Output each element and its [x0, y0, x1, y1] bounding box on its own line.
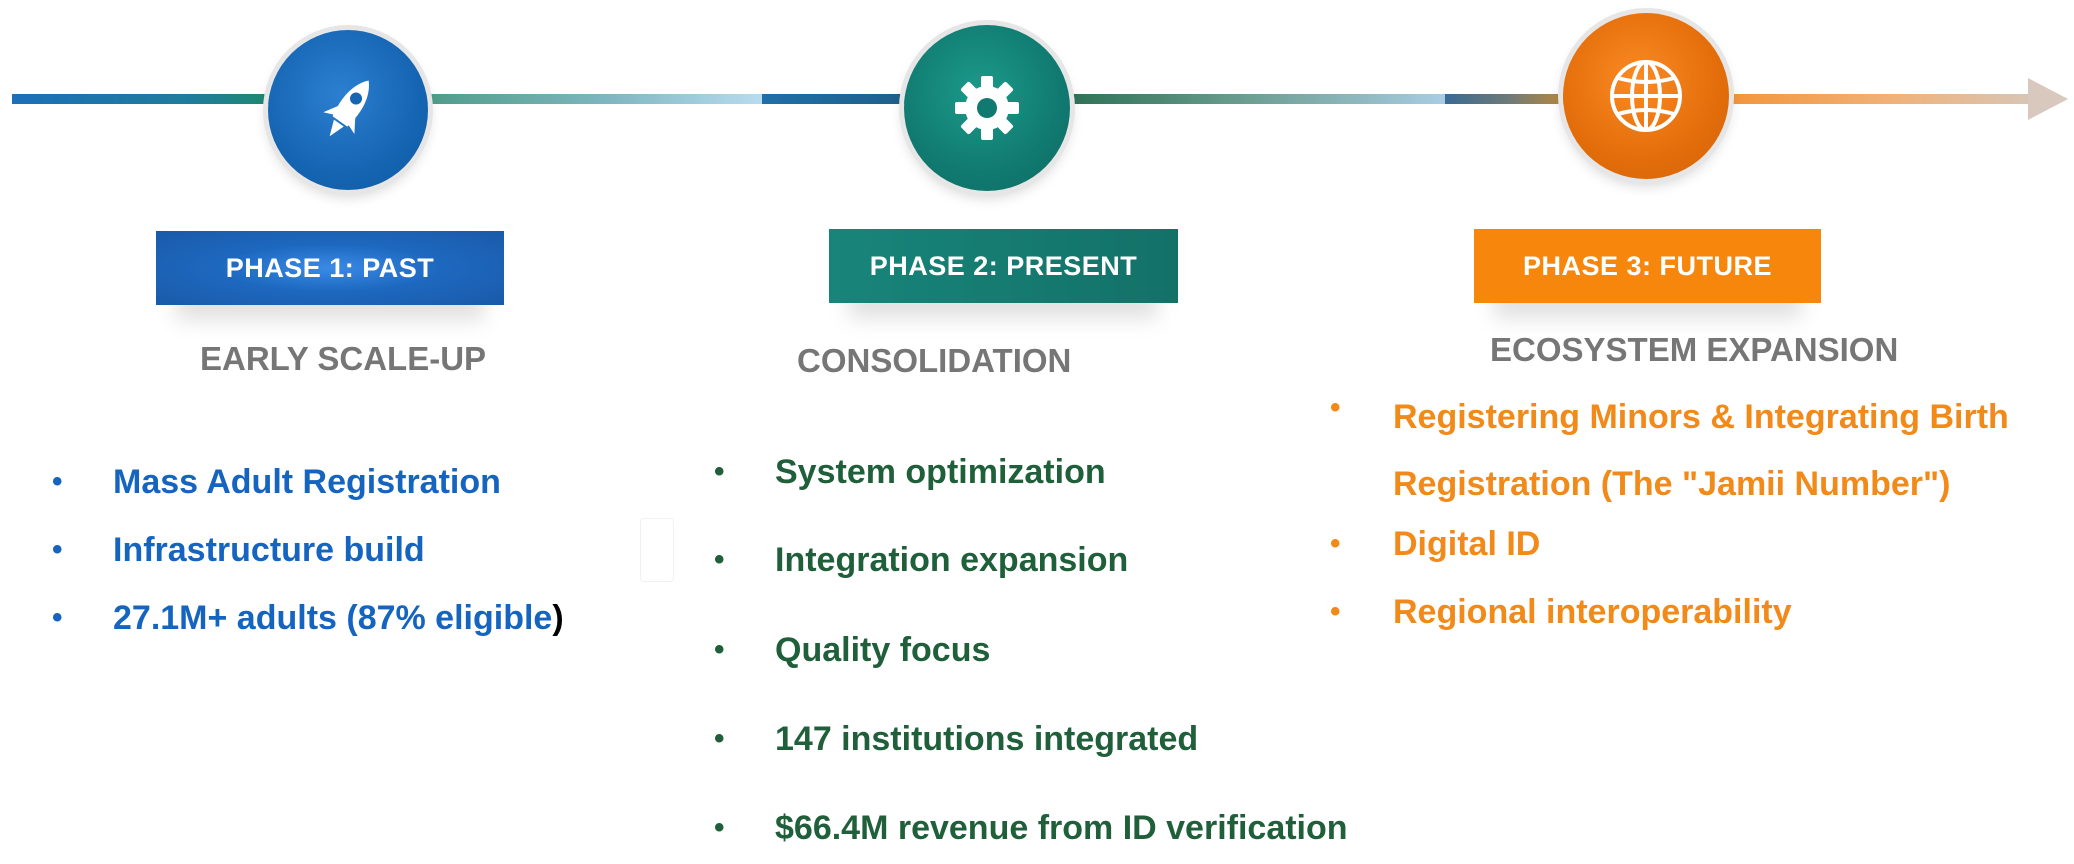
phase-3-title: ECOSYSTEM EXPANSION: [1490, 331, 1899, 368]
globe-icon: [1610, 60, 1682, 132]
timeline-segment: [1073, 94, 1445, 104]
phase-1-list: • Mass Adult Registration • Infrastructure…: [52, 458, 564, 662]
list-item-text: Integration expansion: [775, 541, 1129, 579]
timeline-segment: [1730, 94, 2030, 104]
phase-2-list: • System optimization • Integration expans…: [714, 448, 1348, 864]
list-item-text: Digital ID: [1393, 525, 1541, 563]
bullet-icon: •: [714, 543, 725, 576]
bullet-icon: •: [52, 601, 63, 634]
phase-1-circle: [268, 30, 428, 190]
timeline-segment: [1445, 94, 1570, 104]
list-item: • Regional interoperability: [1330, 588, 2074, 656]
bullet-icon: •: [714, 633, 725, 666]
list-item-text: 27.1M+ adults (87% eligible: [113, 599, 553, 637]
timeline-arrow-head: [2028, 78, 2068, 120]
list-item: • Mass Adult Registration: [52, 458, 564, 526]
list-item: • Quality focus: [714, 626, 1348, 715]
bullet-icon: •: [714, 455, 725, 488]
list-item: • $66.4M revenue from ID verification: [714, 804, 1348, 864]
list-item-text: Mass Adult Registration: [113, 463, 501, 501]
faint-placeholder: [640, 518, 674, 582]
list-item-text: Registering Minors & Integrating Birth R…: [1393, 398, 2009, 503]
bullet-icon: •: [52, 465, 63, 498]
bullet-icon: •: [1330, 391, 1341, 424]
closing-parenthesis: ): [552, 599, 564, 637]
list-item-text: Infrastructure build: [113, 531, 425, 569]
list-item: • Integration expansion: [714, 536, 1348, 626]
phase-3-circle: [1563, 13, 1729, 179]
phase-1-badge: PHASE 1: PAST: [156, 231, 504, 305]
bullet-icon: •: [1330, 527, 1341, 560]
list-item: • Digital ID: [1330, 520, 2074, 588]
bullet-icon: •: [714, 811, 725, 844]
list-item-text: Quality focus: [775, 631, 991, 669]
phase-3-badge: PHASE 3: FUTURE: [1474, 229, 1821, 303]
bullet-icon: •: [52, 533, 63, 566]
phase-2-title: CONSOLIDATION: [797, 342, 1072, 379]
phase-2-badge: PHASE 2: PRESENT: [829, 229, 1178, 303]
gear-icon: [955, 76, 1019, 140]
timeline-segment: [425, 94, 762, 104]
rocket-icon: [323, 80, 369, 137]
list-item: • Registering Minors & Integrating Birth …: [1330, 384, 2074, 520]
timeline-segment: [762, 94, 912, 104]
phase-1-title: EARLY SCALE-UP: [200, 340, 487, 377]
list-item-text: 147 institutions integrated: [775, 720, 1199, 758]
list-item-text: $66.4M revenue from ID verification: [775, 809, 1348, 847]
bullet-icon: •: [714, 722, 725, 755]
list-item: • Infrastructure build: [52, 526, 564, 594]
phase-2-circle: [904, 25, 1070, 191]
bullet-icon: •: [1330, 595, 1341, 628]
list-item-text: System optimization: [775, 453, 1106, 491]
list-item: • 147 institutions integrated: [714, 715, 1348, 804]
phase-3-list: • Registering Minors & Integrating Birth …: [1330, 391, 2074, 656]
list-item: • 27.1M+ adults (87% eligible): [52, 594, 564, 662]
list-item: • System optimization: [714, 448, 1348, 536]
list-item-text: Regional interoperability: [1393, 593, 1792, 631]
timeline-segment: [12, 94, 274, 104]
